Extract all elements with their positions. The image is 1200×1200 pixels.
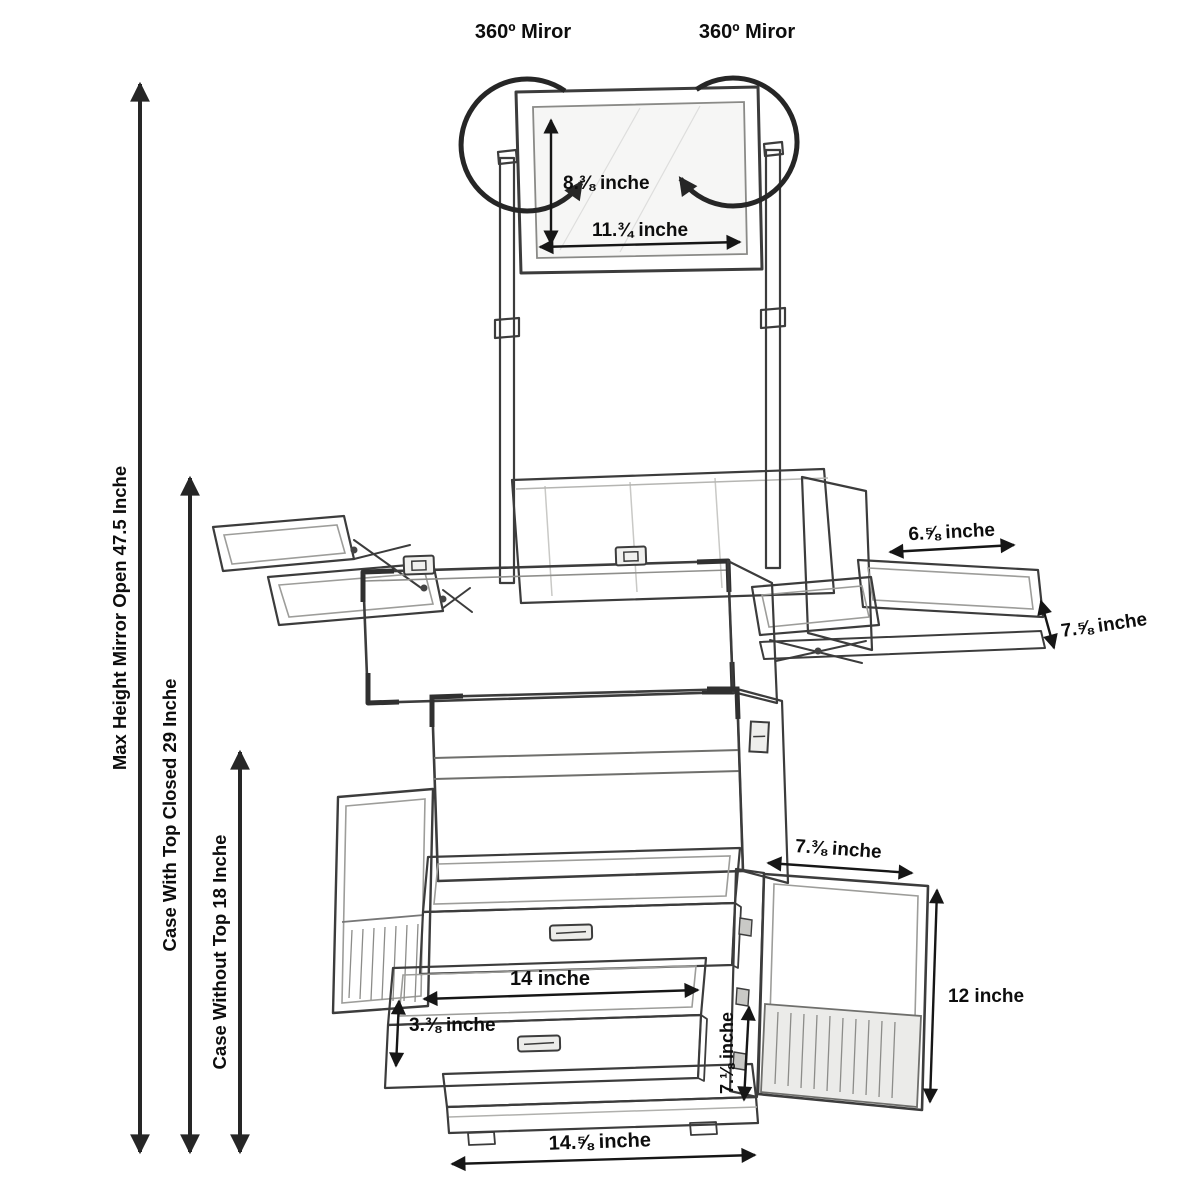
right-door-panel bbox=[756, 872, 930, 1112]
lower-drawer-handle bbox=[516, 1034, 562, 1053]
base-foot-left bbox=[467, 1131, 496, 1146]
label-tray-depth: 7.⅝ inche bbox=[1060, 609, 1149, 642]
arrow-door-height bbox=[922, 888, 945, 1104]
dimension-max-height: Max Height Mirror Open 47.5 Inche bbox=[109, 81, 150, 1155]
side-latch bbox=[748, 720, 770, 754]
label-tray-width: 6.⅝ inche bbox=[908, 520, 996, 546]
corner-caps-body bbox=[429, 686, 741, 727]
lid-top-edge bbox=[515, 477, 829, 490]
right-door-hinge-rail bbox=[728, 867, 766, 1099]
upper-drawer-handle bbox=[548, 923, 594, 942]
right-tray-near-inner bbox=[761, 585, 870, 628]
case-top-side bbox=[726, 559, 779, 705]
label-without-top: Case Without Top 18 Inche bbox=[209, 835, 230, 1070]
tray-pivot bbox=[814, 647, 822, 655]
right-door-pocket-fringe bbox=[774, 1011, 896, 1099]
left-tray-upper bbox=[211, 514, 356, 573]
left-door-pocket-top bbox=[341, 914, 425, 923]
case-top-front bbox=[361, 559, 735, 705]
dimension-tray-width: 6.⅝ inche bbox=[888, 520, 1016, 559]
lid-right-flap bbox=[800, 475, 874, 652]
dimension-base-width: 14.⅝ inche bbox=[450, 1129, 757, 1172]
label-door-width: 7.⅜ inche bbox=[794, 836, 882, 863]
tray-pivot bbox=[350, 546, 358, 554]
dimension-drawer-front-height: 3.⅜ inche bbox=[389, 999, 496, 1068]
right-pole-cap bbox=[762, 140, 785, 158]
lid-back-wall bbox=[510, 467, 836, 605]
label-base-width: 14.⅝ inche bbox=[548, 1129, 651, 1155]
upper-drawer-interior bbox=[433, 855, 731, 905]
right-trays bbox=[750, 558, 1046, 664]
dimension-door-width: 7.⅜ inche bbox=[766, 836, 914, 880]
arrow-base-width bbox=[450, 1147, 757, 1172]
mirror-rotation-arrows bbox=[458, 75, 800, 214]
dimension-mirror-height: 8.⅜ inche bbox=[543, 118, 650, 246]
rotation-arrow-left bbox=[458, 76, 584, 214]
label-rotation-right: 360º Miror bbox=[699, 21, 795, 43]
base-slab-lower bbox=[445, 1095, 760, 1135]
tray-pivot bbox=[420, 584, 428, 592]
arrow-mirror-width bbox=[538, 234, 742, 255]
mirror-glass-reflection-lines bbox=[559, 105, 701, 253]
label-drawer-front-height: 3.⅜ inche bbox=[409, 1015, 496, 1036]
dimension-without-top: Case Without Top 18 Inche bbox=[209, 749, 250, 1155]
left-door bbox=[331, 787, 435, 1015]
right-tray-near bbox=[750, 575, 881, 637]
base-seam bbox=[448, 1106, 758, 1118]
mirror-glass bbox=[532, 101, 748, 259]
right-door bbox=[728, 867, 930, 1112]
arrow-tray-width bbox=[888, 538, 1016, 559]
arrow-tray-depth bbox=[1037, 599, 1058, 650]
right-tray-outer-inner bbox=[867, 567, 1034, 610]
rotation-arrow-right bbox=[678, 75, 800, 209]
right-pole-collar bbox=[759, 306, 787, 330]
dimension-tray-depth: 7.⅝ inche bbox=[1037, 599, 1149, 650]
base-foot-right bbox=[689, 1121, 718, 1136]
corner-caps-top bbox=[360, 558, 736, 706]
arrow-drawer-side-height bbox=[737, 1005, 756, 1102]
open-top-lid bbox=[510, 467, 874, 652]
left-tray-upper-arms bbox=[353, 539, 425, 591]
arrow-drawer-front-height bbox=[389, 999, 406, 1068]
case-top-box bbox=[360, 545, 779, 706]
label-top-closed: Case With Top Closed 29 Inche bbox=[159, 679, 180, 952]
left-tray-lower-inner bbox=[277, 572, 435, 618]
label-rotation-left: 360º Miror bbox=[475, 21, 571, 43]
lid-shading-lines bbox=[544, 477, 723, 597]
label-mirror-width: 11.¾ inche bbox=[592, 220, 688, 241]
left-tray-lower bbox=[266, 561, 445, 627]
label-drawer-side-height: 7.⅛ inche bbox=[717, 1012, 737, 1094]
label-drawer-width: 14 inche bbox=[510, 968, 590, 990]
left-tray-lower-arms bbox=[442, 587, 473, 613]
case-body-side bbox=[735, 687, 790, 885]
arrow-drawer-width bbox=[422, 982, 700, 1007]
left-tray-upper-inner bbox=[222, 524, 347, 565]
label-door-height: 12 inche bbox=[948, 986, 1024, 1007]
arrow-door-width bbox=[766, 856, 914, 880]
left-door-pocket-fringe bbox=[348, 923, 419, 1003]
left-trays bbox=[211, 514, 473, 627]
dimension-door-height: 12 inche bbox=[922, 888, 1024, 1104]
dimension-mirror-width: 11.¾ inche bbox=[538, 220, 742, 255]
left-pole bbox=[498, 156, 516, 585]
case-top-edge bbox=[364, 569, 731, 582]
lower-drawer-side bbox=[697, 1014, 708, 1082]
latch-left bbox=[402, 554, 436, 576]
label-mirror-height: 8.⅜ inche bbox=[563, 173, 650, 194]
dimension-drawer-side-height: 7.⅛ inche bbox=[717, 1005, 756, 1102]
dimension-top-closed: Case With Top Closed 29 Inche bbox=[159, 475, 200, 1155]
right-pole bbox=[764, 148, 782, 570]
left-pole-collar bbox=[493, 316, 521, 340]
case-body-band bbox=[433, 749, 741, 780]
latch-right bbox=[614, 545, 648, 567]
dimension-annotations: Max Height Mirror Open 47.5 Inche Case W… bbox=[109, 21, 1149, 1172]
case-body bbox=[429, 686, 790, 885]
left-door-inner-border bbox=[341, 798, 426, 1004]
tray-pivot bbox=[439, 595, 447, 603]
dimension-drawer-width: 14 inche bbox=[422, 968, 700, 1007]
label-max-height: Max Height Mirror Open 47.5 Inche bbox=[109, 466, 130, 770]
